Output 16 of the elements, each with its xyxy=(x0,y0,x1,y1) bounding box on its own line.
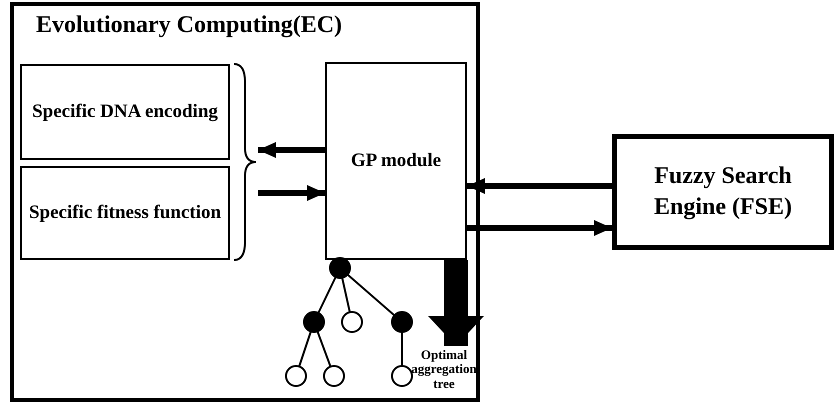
label-text: GP module xyxy=(350,148,442,173)
module-box xyxy=(325,62,467,260)
process-box xyxy=(20,166,230,260)
arrow xyxy=(467,220,612,236)
arrow xyxy=(258,185,325,201)
process-box xyxy=(20,64,230,160)
arrow xyxy=(467,178,612,194)
title-text: Evolutionary Computing(EC) xyxy=(36,12,342,39)
container-box xyxy=(10,2,480,402)
arrow xyxy=(428,260,484,346)
arrow xyxy=(258,142,325,158)
engine-box xyxy=(612,134,834,250)
label-text: Specific fitness function xyxy=(28,200,222,225)
label-text: Optimal aggregation tree xyxy=(410,348,478,391)
label-text: Specific DNA encoding xyxy=(32,100,218,124)
label-text: Fuzzy Search Engine (FSE) xyxy=(652,162,794,222)
